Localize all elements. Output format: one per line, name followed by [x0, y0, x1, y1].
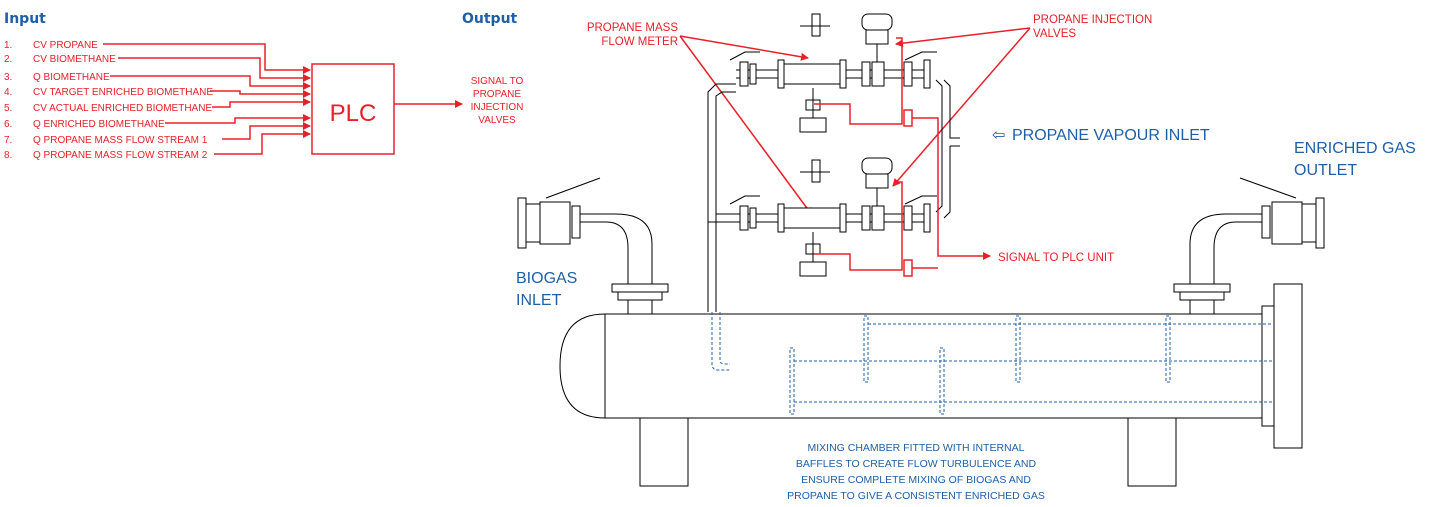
svg-text:ENSURE COMPLETE MIXING OF BIOG: ENSURE COMPLETE MIXING OF BIOGAS AND: [801, 474, 1031, 486]
enriched-outlet-nozzle: [1173, 177, 1325, 315]
input-label: CV ACTUAL ENRICHED BIOMETHANE: [33, 103, 212, 114]
input-num: 2.: [4, 54, 12, 65]
input-header: Input: [4, 11, 46, 27]
signal-to-valves-text: SIGNAL TO PROPANE INJECTION VALVES: [471, 76, 524, 126]
input-label: Q PROPANE MASS FLOW STREAM 1: [33, 135, 208, 146]
enriched-outlet-label: ENRICHED GAS OUTLET: [1294, 140, 1416, 179]
propane-piping: [707, 79, 960, 312]
input-num: 3.: [4, 72, 12, 83]
svg-text:SIGNAL TO PLC UNIT: SIGNAL TO PLC UNIT: [998, 252, 1114, 264]
svg-text:PROPANE INJECTION: PROPANE INJECTION: [1033, 14, 1152, 26]
propane-stream-2: [729, 157, 937, 277]
input-label: CV PROPANE: [33, 40, 98, 51]
mass-flow-meter-callout: PROPANE MASS FLOW METER: [587, 22, 813, 216]
input-label: Q ENRICHED BIOMETHANE: [33, 119, 165, 130]
vessel-support-right: [1127, 417, 1177, 487]
mass-flow-meter: [783, 63, 841, 85]
propane-inlet-label: PROPANE VAPOUR INLET: [1012, 127, 1210, 144]
svg-text:INLET: INLET: [516, 292, 562, 309]
input-num: 6.: [4, 119, 12, 130]
svg-text:PROPANE MASS: PROPANE MASS: [587, 22, 678, 34]
svg-text:PROPANE TO GIVE A CONSISTENT E: PROPANE TO GIVE A CONSISTENT ENRICHED GA…: [787, 490, 1045, 502]
svg-text:VALVES: VALVES: [478, 115, 516, 126]
biogas-inlet-nozzle: [517, 177, 669, 315]
propane-inlet-arrow-glyph: ⇦: [992, 127, 1005, 144]
input-label: Q BIOMETHANE: [33, 72, 110, 83]
vessel-support-left: [639, 417, 689, 487]
injection-valve-actuator: [861, 13, 893, 31]
mixing-chamber-note: MIXING CHAMBER FITTED WITH INTERNAL BAFF…: [787, 442, 1045, 502]
injection-valves-callout: PROPANE INJECTION VALVES: [892, 14, 1152, 187]
input-connectors: [103, 43, 311, 155]
svg-text:MIXING CHAMBER FITTED WITH INT: MIXING CHAMBER FITTED WITH INTERNAL: [807, 442, 1024, 454]
signal-plc-callout: SIGNAL TO PLC UNIT: [948, 252, 1114, 264]
input-label: Q PROPANE MASS FLOW STREAM 2: [33, 150, 208, 161]
svg-text:ENRICHED GAS: ENRICHED GAS: [1294, 140, 1416, 157]
input-num: 1.: [4, 40, 12, 51]
input-list: 1. CV PROPANE 2. CV BIOMETHANE 3. Q BIOM…: [4, 40, 213, 161]
output-header: Output: [462, 11, 518, 27]
input-label: CV BIOMETHANE: [33, 54, 116, 65]
plc-label: PLC: [330, 100, 377, 127]
svg-text:VALVES: VALVES: [1033, 28, 1076, 40]
input-num: 5.: [4, 103, 12, 114]
input-num: 7.: [4, 135, 12, 146]
svg-text:INJECTION: INJECTION: [471, 102, 524, 113]
propane-stream-1: [729, 13, 937, 133]
plc-box: [311, 63, 395, 155]
input-num: 4.: [4, 87, 12, 98]
svg-text:SIGNAL TO: SIGNAL TO: [471, 76, 524, 87]
svg-text:PROPANE: PROPANE: [473, 89, 521, 100]
signal-wiring: [814, 37, 948, 277]
svg-text:OUTLET: OUTLET: [1294, 162, 1357, 179]
mixing-vessel: [559, 283, 1303, 487]
input-label: CV TARGET ENRICHED BIOMETHANE: [33, 87, 213, 98]
svg-text:BAFFLES TO CREATE FLOW TURBULE: BAFFLES TO CREATE FLOW TURBULENCE AND: [796, 458, 1037, 470]
input-num: 8.: [4, 150, 12, 161]
svg-text:FLOW METER: FLOW METER: [601, 36, 678, 48]
biogas-inlet-label: BIOGAS INLET: [516, 270, 577, 309]
svg-text:BIOGAS: BIOGAS: [516, 270, 577, 287]
